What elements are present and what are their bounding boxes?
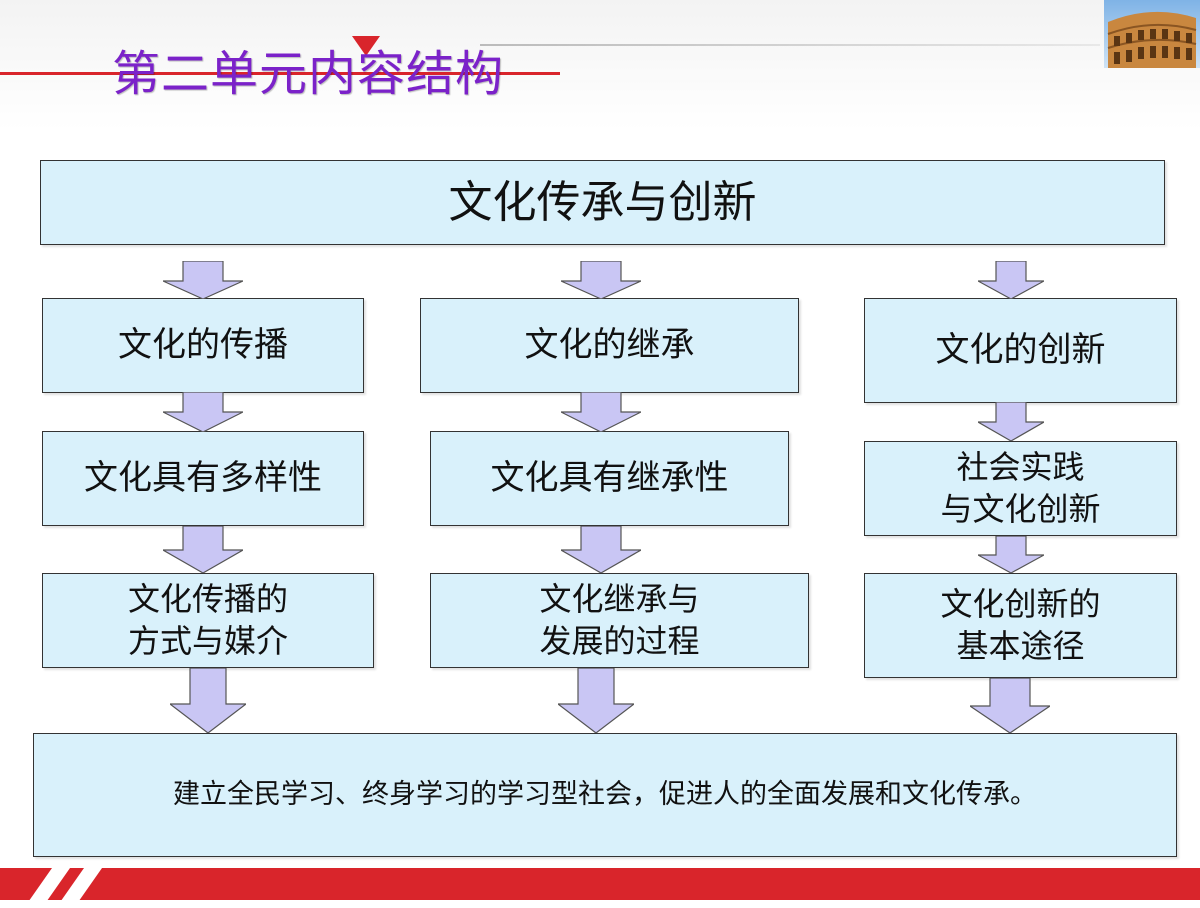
footer-band: [0, 868, 1200, 900]
column-2-box-2: 文化具有继承性: [430, 431, 789, 526]
column-2-box-3: 文化继承与 发展的过程: [430, 573, 809, 668]
column-1-box-3: 文化传播的 方式与媒介: [42, 573, 374, 668]
column-3-label-3: 文化创新的 基本途径: [940, 584, 1101, 665]
column-2-label-3: 文化继承与 发展的过程: [539, 579, 700, 660]
down-arrow-icon: [163, 261, 243, 299]
root-label: 文化传承与创新: [448, 176, 757, 228]
down-arrow-icon: [978, 402, 1044, 441]
down-arrow-icon: [978, 536, 1044, 573]
column-3-label-2: 社会实践 与文化创新: [940, 447, 1101, 528]
column-1-label-1: 文化的传播: [118, 325, 288, 366]
column-2-box-1: 文化的继承: [420, 298, 799, 393]
header-background: [0, 0, 1200, 130]
column-3-box-1: 文化的创新: [864, 298, 1177, 403]
down-arrow-icon: [163, 392, 243, 432]
conclusion-label: 建立全民学习、终身学习的学习型社会，促进人的全面发展和文化传承。: [173, 779, 1037, 811]
root-box: 文化传承与创新: [40, 160, 1165, 245]
conclusion-box: 建立全民学习、终身学习的学习型社会，促进人的全面发展和文化传承。: [33, 733, 1177, 857]
down-arrow-icon: [558, 668, 634, 733]
header-rule-grey: [480, 44, 1100, 46]
header-triangle-icon: [352, 36, 380, 56]
column-1-label-3: 文化传播的 方式与媒介: [127, 579, 288, 660]
column-3-box-3: 文化创新的 基本途径: [864, 573, 1177, 678]
down-arrow-icon: [561, 261, 641, 299]
header-rule-red: [0, 72, 560, 75]
column-3-label-1: 文化的创新: [935, 330, 1106, 371]
down-arrow-icon: [163, 526, 243, 573]
down-arrow-icon: [970, 678, 1050, 733]
down-arrow-icon: [561, 526, 641, 573]
column-3-box-2: 社会实践 与文化创新: [864, 441, 1177, 536]
column-1-label-2: 文化具有多样性: [84, 458, 322, 499]
page-title: 第二单元内容结构: [112, 46, 505, 102]
colosseum-photo-icon: [1104, 0, 1200, 68]
column-1-box-1: 文化的传播: [42, 298, 364, 393]
column-1-box-2: 文化具有多样性: [42, 431, 364, 526]
down-arrow-icon: [978, 261, 1044, 299]
column-2-label-2: 文化具有继承性: [490, 458, 729, 499]
column-2-label-1: 文化的继承: [524, 325, 695, 366]
down-arrow-icon: [561, 392, 641, 432]
down-arrow-icon: [170, 668, 246, 733]
